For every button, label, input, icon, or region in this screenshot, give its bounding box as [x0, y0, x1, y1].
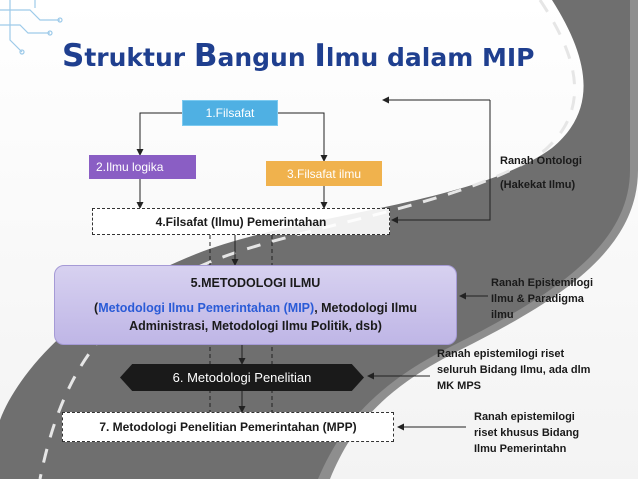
title-initial-i: I [314, 38, 326, 74]
note-epistemologi-line-2: Ilmu & Paradigma [491, 292, 584, 305]
box-filsafat-label: 1.Filsafat [205, 106, 255, 120]
title-word-1: truktur [84, 43, 186, 72]
note-epistemologi-line-1: Ranah Epistemilogi [491, 277, 594, 289]
metodologi-open-paren: ( [94, 300, 99, 315]
box-filsafat: 1.Filsafat [182, 100, 278, 126]
title-initial-s: S [62, 38, 85, 74]
metodologi-line-2: Administrasi, Metodologi Ilmu Politik, d… [129, 319, 382, 334]
box-metodologi-penelitian: 6. Metodologi Penelitian [120, 364, 364, 391]
title-initial-b: B [193, 38, 218, 74]
box-ilmu-logika: 2.Ilmu logika [89, 155, 196, 179]
title-word-3: lmu dalam MIP [325, 43, 535, 72]
note-riset-line-2: seluruh Bidang Ilmu, ada dlm [437, 363, 591, 376]
note-ontologi-1: Ranah Ontologi [500, 155, 582, 167]
metodologi-mip: Metodologi Ilmu Pemerintahan (MIP) [98, 300, 315, 315]
note-khusus: Ranah epistemilogi riset khusus Bidang I… [474, 410, 609, 458]
box-mpp: 7. Metodologi Penelitian Pemerintahan (M… [62, 412, 394, 442]
note-khusus-line-3: Ilmu Pemerintahn [474, 442, 567, 455]
note-epistemologi-line-3: ilmu [491, 308, 514, 321]
box-filsafat-pemerintahan: 4.Filsafat (Ilmu) Pemerintahan [92, 208, 390, 235]
title-word-2: angun [217, 43, 306, 72]
note-khusus-line-1: Ranah epistemilogi [474, 411, 575, 423]
page-title: Struktur Bangun Ilmu dalam MIP [62, 38, 535, 74]
metodologi-heading: 5.METODOLOGI ILMU [190, 275, 321, 290]
note-riset-line-3: MK MPS [437, 379, 481, 392]
note-khusus-line-2: riset khusus Bidang [474, 426, 580, 439]
note-epistemologi: Ranah Epistemilogi Ilmu & Paradigma ilmu [491, 276, 621, 324]
note-riset: Ranah epistemilogi riset seluruh Bidang … [437, 347, 612, 395]
box-filsafat-pemerintahan-label: 4.Filsafat (Ilmu) Pemerintahan [155, 214, 327, 229]
box-ilmu-logika-label: 2.Ilmu logika [96, 160, 164, 174]
box-metodologi-penelitian-label: 6. Metodologi Penelitian [172, 370, 312, 385]
box-metodologi-ilmu: 5.METODOLOGI ILMU (Metodologi Ilmu Pemer… [54, 265, 457, 345]
box-filsafat-ilmu-label: 3.Filsafat ilmu [286, 166, 362, 181]
box-mpp-label: 7. Metodologi Penelitian Pemerintahan (M… [99, 420, 357, 434]
box-filsafat-ilmu: 3.Filsafat ilmu [266, 161, 382, 186]
metodologi-rest: , Metodologi Ilmu [314, 300, 417, 315]
metodologi-line-1: (Metodologi Ilmu Pemerintahan (MIP), Met… [94, 299, 417, 318]
note-ontologi-2: (Hakekat Ilmu) [500, 179, 576, 191]
note-riset-line-1: Ranah epistemilogi riset [437, 348, 565, 360]
